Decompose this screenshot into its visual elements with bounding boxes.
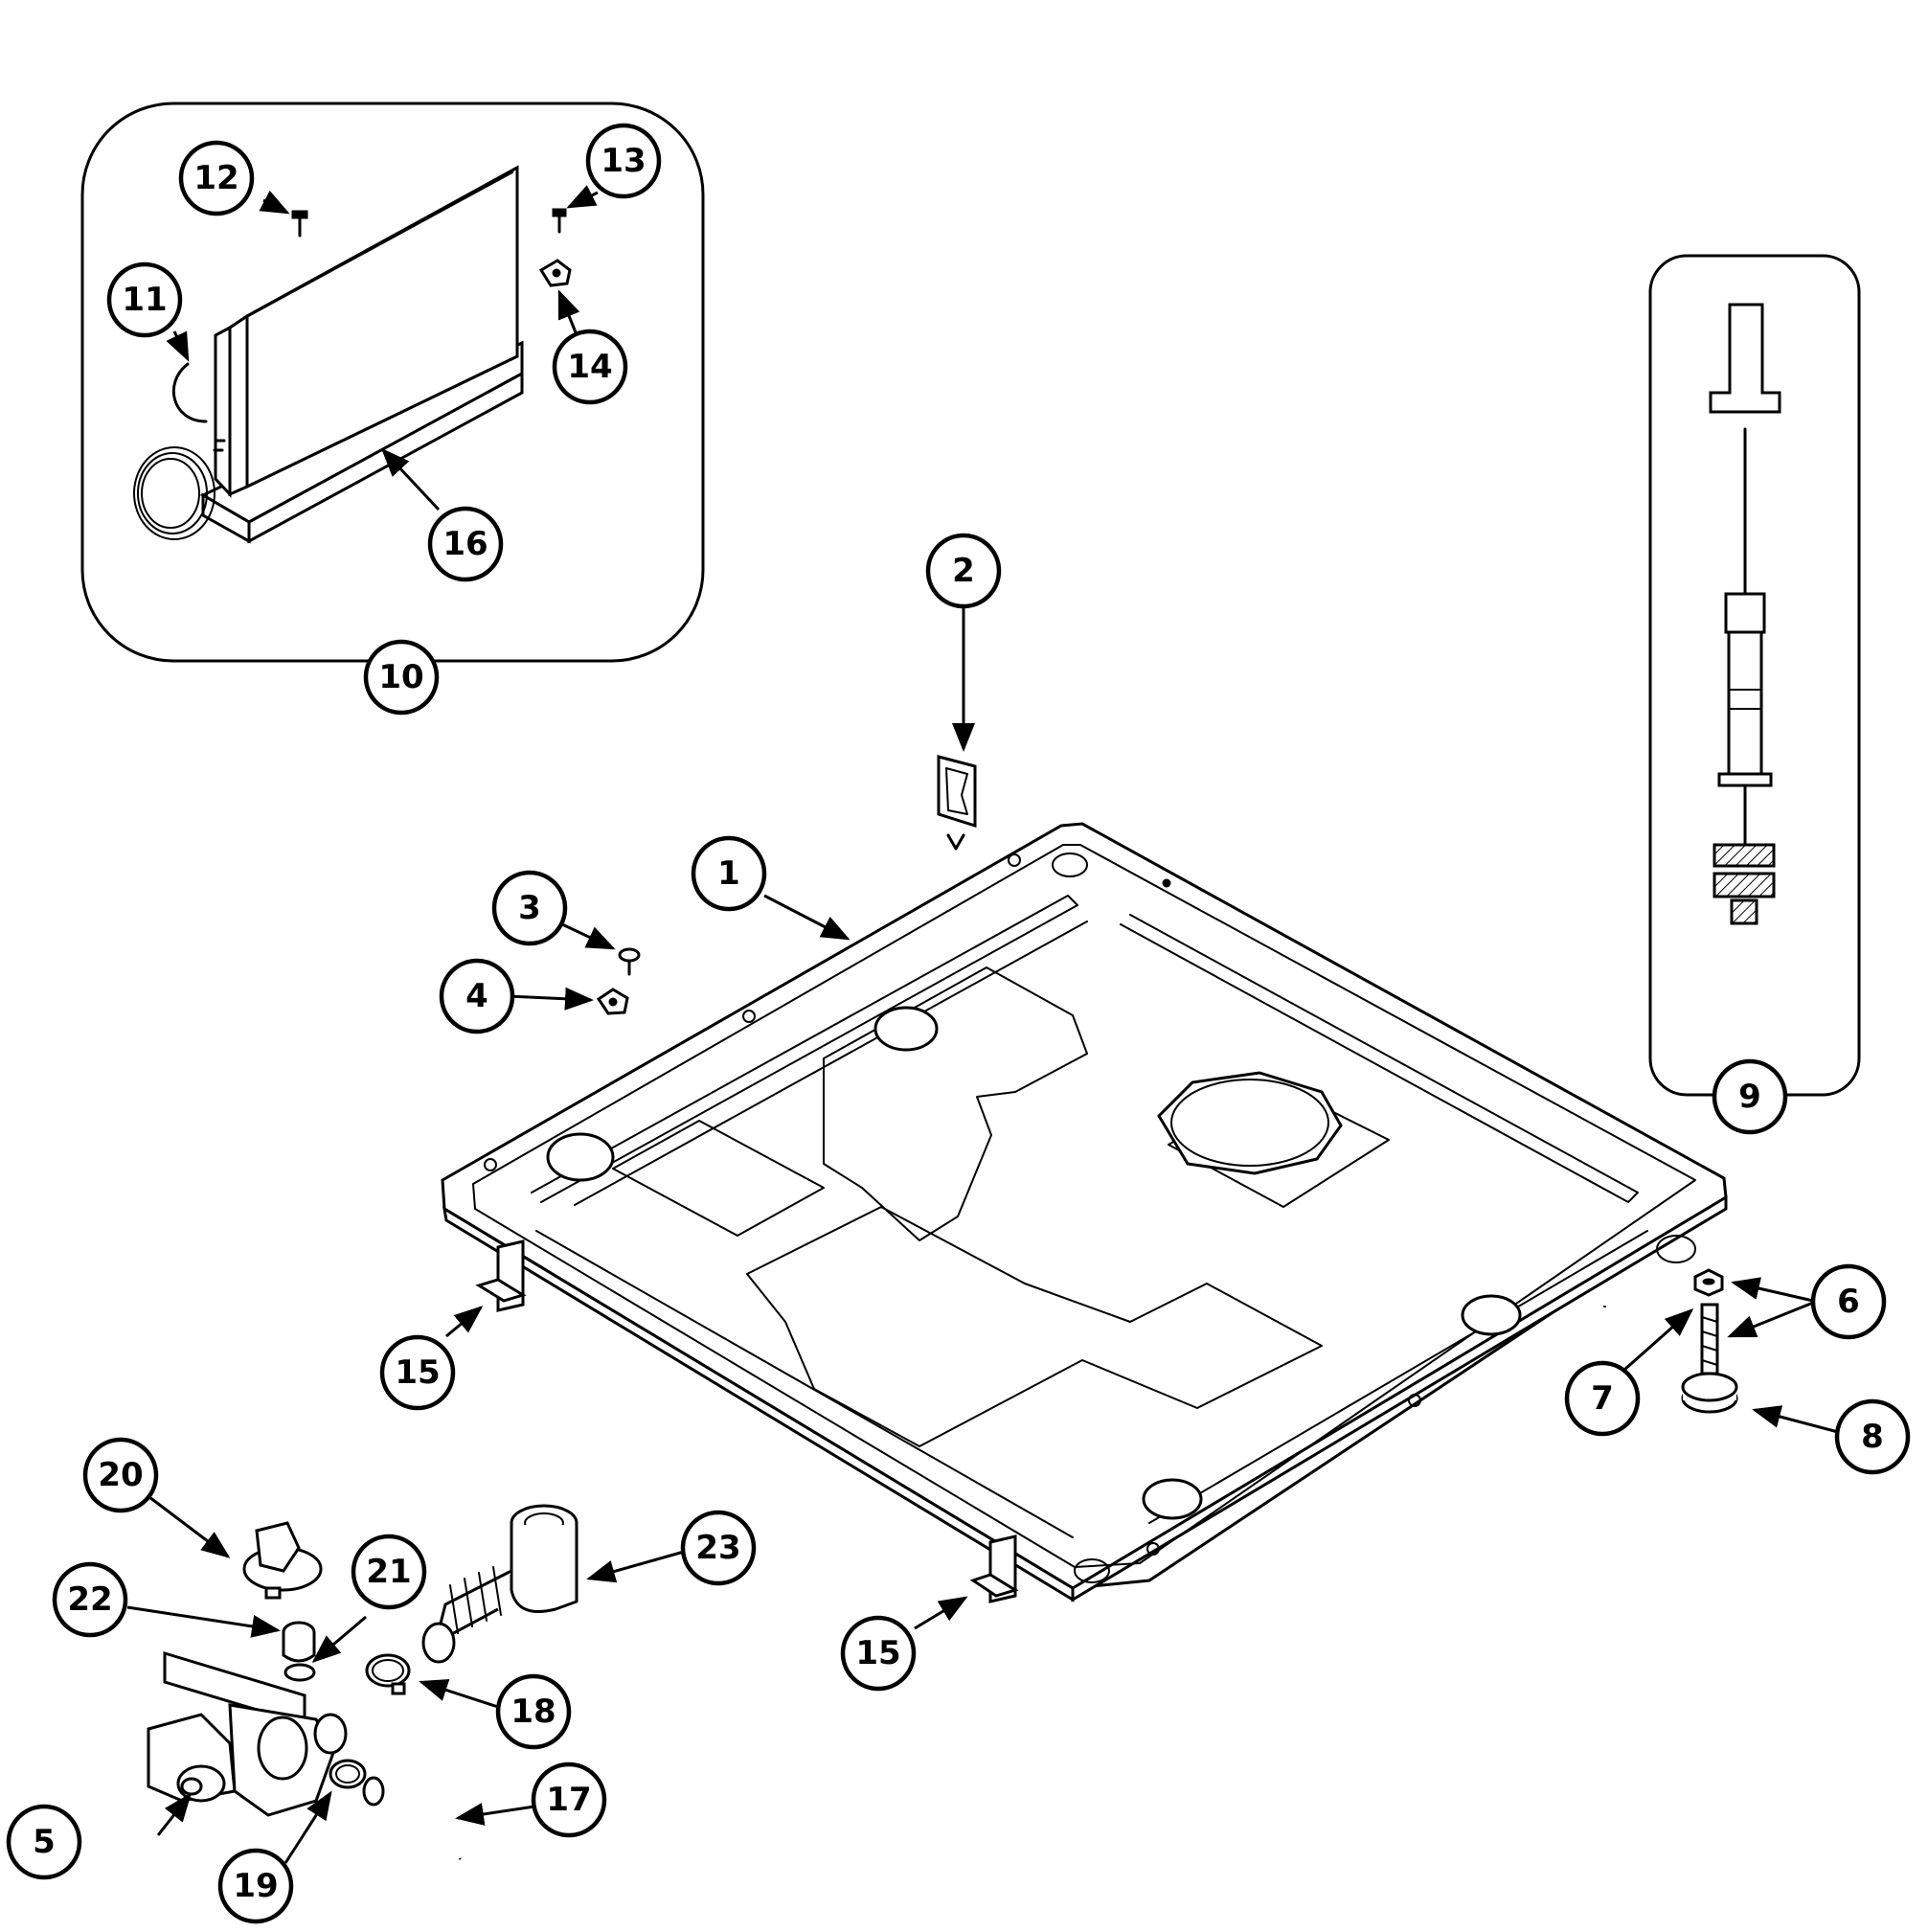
svg-text:11: 11: [122, 281, 167, 319]
svg-text:20: 20: [98, 1456, 143, 1494]
hose-coil: [133, 362, 226, 540]
svg-text:18: 18: [510, 1693, 556, 1731]
callout-3: 3: [491, 870, 568, 946]
svg-text:7: 7: [1591, 1379, 1614, 1418]
callout-9: 9: [1712, 1058, 1788, 1135]
part-bracket-15a: [475, 1239, 527, 1312]
callout-5: 5: [6, 1804, 82, 1880]
svg-text:21: 21: [366, 1553, 411, 1591]
callout-7: 7: [1564, 1360, 1641, 1437]
svg-text:19: 19: [233, 1867, 278, 1905]
callout-20: 20: [82, 1437, 159, 1513]
svg-text:13: 13: [601, 142, 646, 180]
part-pump-5: [147, 1650, 348, 1817]
svg-text:14: 14: [567, 348, 612, 386]
svg-text:2: 2: [952, 552, 975, 590]
part-clip-4: [596, 988, 629, 1015]
svg-text:3: 3: [518, 889, 541, 927]
svg-text:4: 4: [465, 977, 488, 1015]
part-screw-3: [618, 947, 641, 976]
callout-12: 12: [178, 140, 255, 216]
part-bracket-2: [937, 755, 977, 851]
callout-2: 2: [925, 533, 1002, 609]
callout-22: 22: [52, 1561, 128, 1638]
reservoir-panel: [214, 165, 519, 498]
callout-1: 1: [691, 835, 767, 912]
callout-13: 13: [585, 123, 662, 199]
callout-23: 23: [680, 1510, 757, 1586]
svg-text:9: 9: [1738, 1078, 1761, 1116]
svg-text:22: 22: [67, 1580, 112, 1619]
callout-16: 16: [427, 506, 504, 582]
svg-text:23: 23: [695, 1529, 740, 1567]
callout-6: 6: [1810, 1263, 1887, 1340]
part-bracket-15b: [969, 1534, 1019, 1603]
shock-absorber: [1709, 303, 1781, 925]
clip-14: [538, 259, 572, 287]
part-plug-22: [282, 1621, 316, 1663]
callout-17: 17: [531, 1762, 607, 1838]
callout-18: 18: [495, 1673, 572, 1750]
screw-13: [552, 208, 567, 234]
svg-text:8: 8: [1861, 1418, 1884, 1456]
svg-text:1: 1: [717, 854, 740, 893]
callout-14: 14: [552, 329, 628, 405]
svg-text:5: 5: [33, 1823, 56, 1861]
callout-19: 19: [217, 1848, 294, 1924]
callout-11: 11: [106, 261, 183, 338]
part-leveling-leg: [1681, 1303, 1738, 1414]
callout-4: 4: [439, 958, 515, 1034]
svg-text:12: 12: [193, 159, 238, 197]
svg-text:15: 15: [855, 1634, 900, 1672]
callout-15a: 15: [379, 1334, 456, 1411]
part-clamp-18: [365, 1653, 411, 1695]
svg-text:6: 6: [1837, 1283, 1860, 1321]
callout-8: 8: [1834, 1398, 1911, 1475]
svg-text:15: 15: [395, 1353, 440, 1392]
part-clamp-21: [284, 1663, 316, 1682]
base-pan: [441, 822, 1728, 1602]
part-hose-17: [362, 1776, 467, 1862]
callout-21: 21: [351, 1534, 427, 1610]
callout-10: 10: [363, 639, 440, 716]
svg-text:10: 10: [378, 658, 423, 696]
callout-15b: 15: [840, 1615, 917, 1692]
svg-text:17: 17: [546, 1781, 591, 1819]
part-nut-6: [1693, 1268, 1724, 1297]
inset-box-9: [1648, 254, 1861, 1097]
part-clamp-19: [329, 1759, 367, 1789]
leader-lines: [126, 185, 1839, 1864]
screw-12: [291, 210, 308, 238]
svg-text:16: 16: [442, 525, 488, 563]
part-cap-20: [242, 1521, 323, 1600]
part-hose-23: [421, 1504, 578, 1664]
